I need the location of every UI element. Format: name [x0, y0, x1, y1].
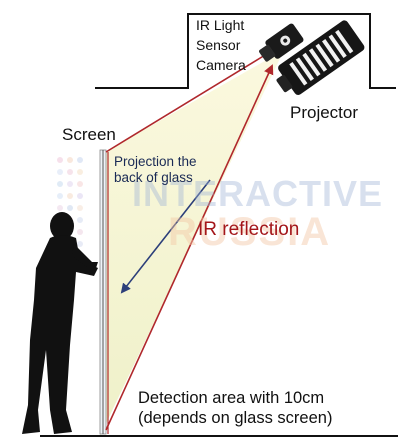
label-camera: Camera — [196, 57, 246, 73]
projection-note-line-1: Projection the — [114, 154, 197, 169]
label-projector: Projector — [290, 103, 359, 122]
label-ir-reflection: IR reflection — [198, 219, 300, 240]
ir-line-top — [105, 51, 271, 153]
detection-line-1: Detection area with 10cm — [138, 389, 325, 407]
label-projection-note: Projection the back of glass — [114, 154, 197, 186]
label-ir-light: IR Light — [196, 17, 245, 33]
projection-note-line-2: back of glass — [114, 170, 193, 185]
label-detection-area: Detection area with 10cm (depends on gla… — [138, 388, 332, 428]
ir-reflection-arrow — [105, 64, 274, 431]
projection-arrow — [120, 179, 211, 294]
person-silhouette-icon — [22, 212, 98, 434]
watermark-text-russia: RUSSIA — [168, 210, 332, 254]
label-screen: Screen — [62, 125, 116, 144]
detection-line-2: (depends on glass screen) — [138, 409, 333, 427]
ceiling-housing — [95, 13, 396, 89]
label-sensor: Sensor — [196, 37, 241, 53]
watermark-text-interactive: INTERACTIVE — [132, 173, 384, 214]
ir-camera-icon — [259, 23, 304, 62]
projector-icon — [276, 20, 365, 95]
